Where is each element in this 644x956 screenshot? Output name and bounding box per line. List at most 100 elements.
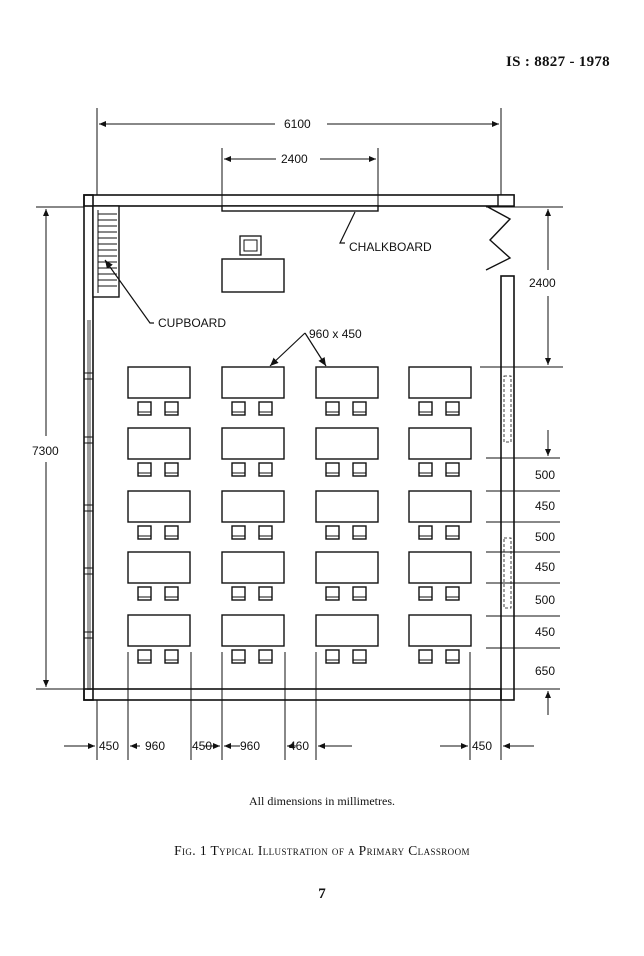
right-wall: [500, 275, 515, 701]
student-desk: [408, 490, 472, 523]
dim-chalkboard: [221, 148, 379, 206]
dim-row-450-b: 450: [535, 560, 555, 574]
student-chair: [164, 649, 179, 664]
student-chair: [231, 525, 246, 540]
student-chair: [352, 586, 367, 601]
student-chair: [258, 525, 273, 540]
dim-room-width: [96, 108, 502, 195]
student-desk: [408, 427, 472, 460]
student-chair: [325, 586, 340, 601]
student-desk: [127, 427, 191, 460]
student-chair: [418, 462, 433, 477]
student-chair: [258, 586, 273, 601]
student-desk: [315, 490, 379, 523]
student-chair: [164, 586, 179, 601]
student-desks: [127, 366, 472, 664]
dim-row-650: 650: [535, 664, 555, 678]
student-chair: [231, 462, 246, 477]
student-chair: [418, 525, 433, 540]
teacher-chair: [239, 235, 262, 256]
student-desk: [127, 551, 191, 584]
student-desk: [127, 490, 191, 523]
student-chair: [137, 586, 152, 601]
student-chair: [164, 462, 179, 477]
student-chair: [325, 462, 340, 477]
top-wall: [83, 194, 515, 207]
student-desk: [315, 614, 379, 647]
dim-bottom-aisle-left: 450: [99, 739, 119, 753]
student-desk: [315, 551, 379, 584]
student-chair: [325, 649, 340, 664]
student-desk: [221, 614, 285, 647]
dim-bottom-desk-2: 960: [240, 739, 260, 753]
dim-front-clearance-label: 2400: [529, 276, 556, 290]
dimension-note: All dimensions in millimetres.: [249, 794, 395, 808]
student-chair: [137, 525, 152, 540]
student-chair: [137, 401, 152, 416]
student-chair: [445, 649, 460, 664]
student-chair: [325, 401, 340, 416]
student-chair: [352, 401, 367, 416]
dim-room-width-label: 6100: [284, 117, 311, 131]
student-chair: [164, 525, 179, 540]
left-windows: [84, 372, 93, 639]
teacher-table: [221, 258, 285, 293]
left-wall: [83, 194, 94, 701]
chalkboard-label: CHALKBOARD: [349, 240, 432, 254]
cupboard-label: CUPBOARD: [158, 316, 226, 330]
student-desk: [408, 551, 472, 584]
dim-room-length: [36, 206, 84, 690]
student-desk: [221, 366, 285, 399]
student-desk: [127, 366, 191, 399]
student-chair: [352, 525, 367, 540]
student-chair: [445, 401, 460, 416]
student-chair: [164, 401, 179, 416]
right-windows: [503, 375, 512, 609]
dim-room-length-label: 7300: [32, 444, 59, 458]
door: [485, 205, 512, 271]
student-desk: [127, 614, 191, 647]
student-chair: [445, 586, 460, 601]
cupboard: [92, 205, 120, 298]
student-desk: [221, 427, 285, 460]
dim-bottom-desk-1: 960: [145, 739, 165, 753]
student-desk: [315, 366, 379, 399]
student-chair: [418, 401, 433, 416]
student-chair: [258, 649, 273, 664]
student-chair: [418, 586, 433, 601]
dim-bottom-aisle-right: 450: [472, 739, 492, 753]
dim-row-500-a: 500: [535, 468, 555, 482]
classroom-plan: CHALKBOARD CUPBOARD 960 x 450 6100 2400: [32, 108, 563, 760]
desk-size-label: 960 x 450: [309, 327, 362, 341]
dim-bottom: [64, 652, 534, 760]
student-chair: [231, 401, 246, 416]
student-desk: [315, 427, 379, 460]
student-chair: [231, 649, 246, 664]
dim-chalkboard-label: 2400: [281, 152, 308, 166]
student-chair: [258, 462, 273, 477]
student-chair: [137, 462, 152, 477]
page-number: 7: [318, 886, 326, 902]
figure-caption: Fig. 1 Typical Illustration of a Primary…: [174, 843, 470, 858]
student-desk: [221, 551, 285, 584]
dim-right: [480, 206, 563, 715]
student-chair: [445, 462, 460, 477]
standard-number: IS : 8827 - 1978: [506, 54, 610, 70]
student-chair: [418, 649, 433, 664]
student-chair: [352, 462, 367, 477]
student-chair: [352, 649, 367, 664]
bottom-wall: [83, 688, 502, 701]
student-desk: [221, 490, 285, 523]
dim-bottom-aisle-mid: 450: [192, 739, 212, 753]
dim-row-500-b: 500: [535, 530, 555, 544]
student-chair: [445, 525, 460, 540]
dim-row-450-c: 450: [535, 625, 555, 639]
student-chair: [258, 401, 273, 416]
dim-row-450-a: 450: [535, 499, 555, 513]
student-chair: [137, 649, 152, 664]
student-chair: [325, 525, 340, 540]
dim-row-500-c: 500: [535, 593, 555, 607]
student-chair: [231, 586, 246, 601]
chalkboard: [221, 205, 379, 212]
student-desk: [408, 366, 472, 399]
